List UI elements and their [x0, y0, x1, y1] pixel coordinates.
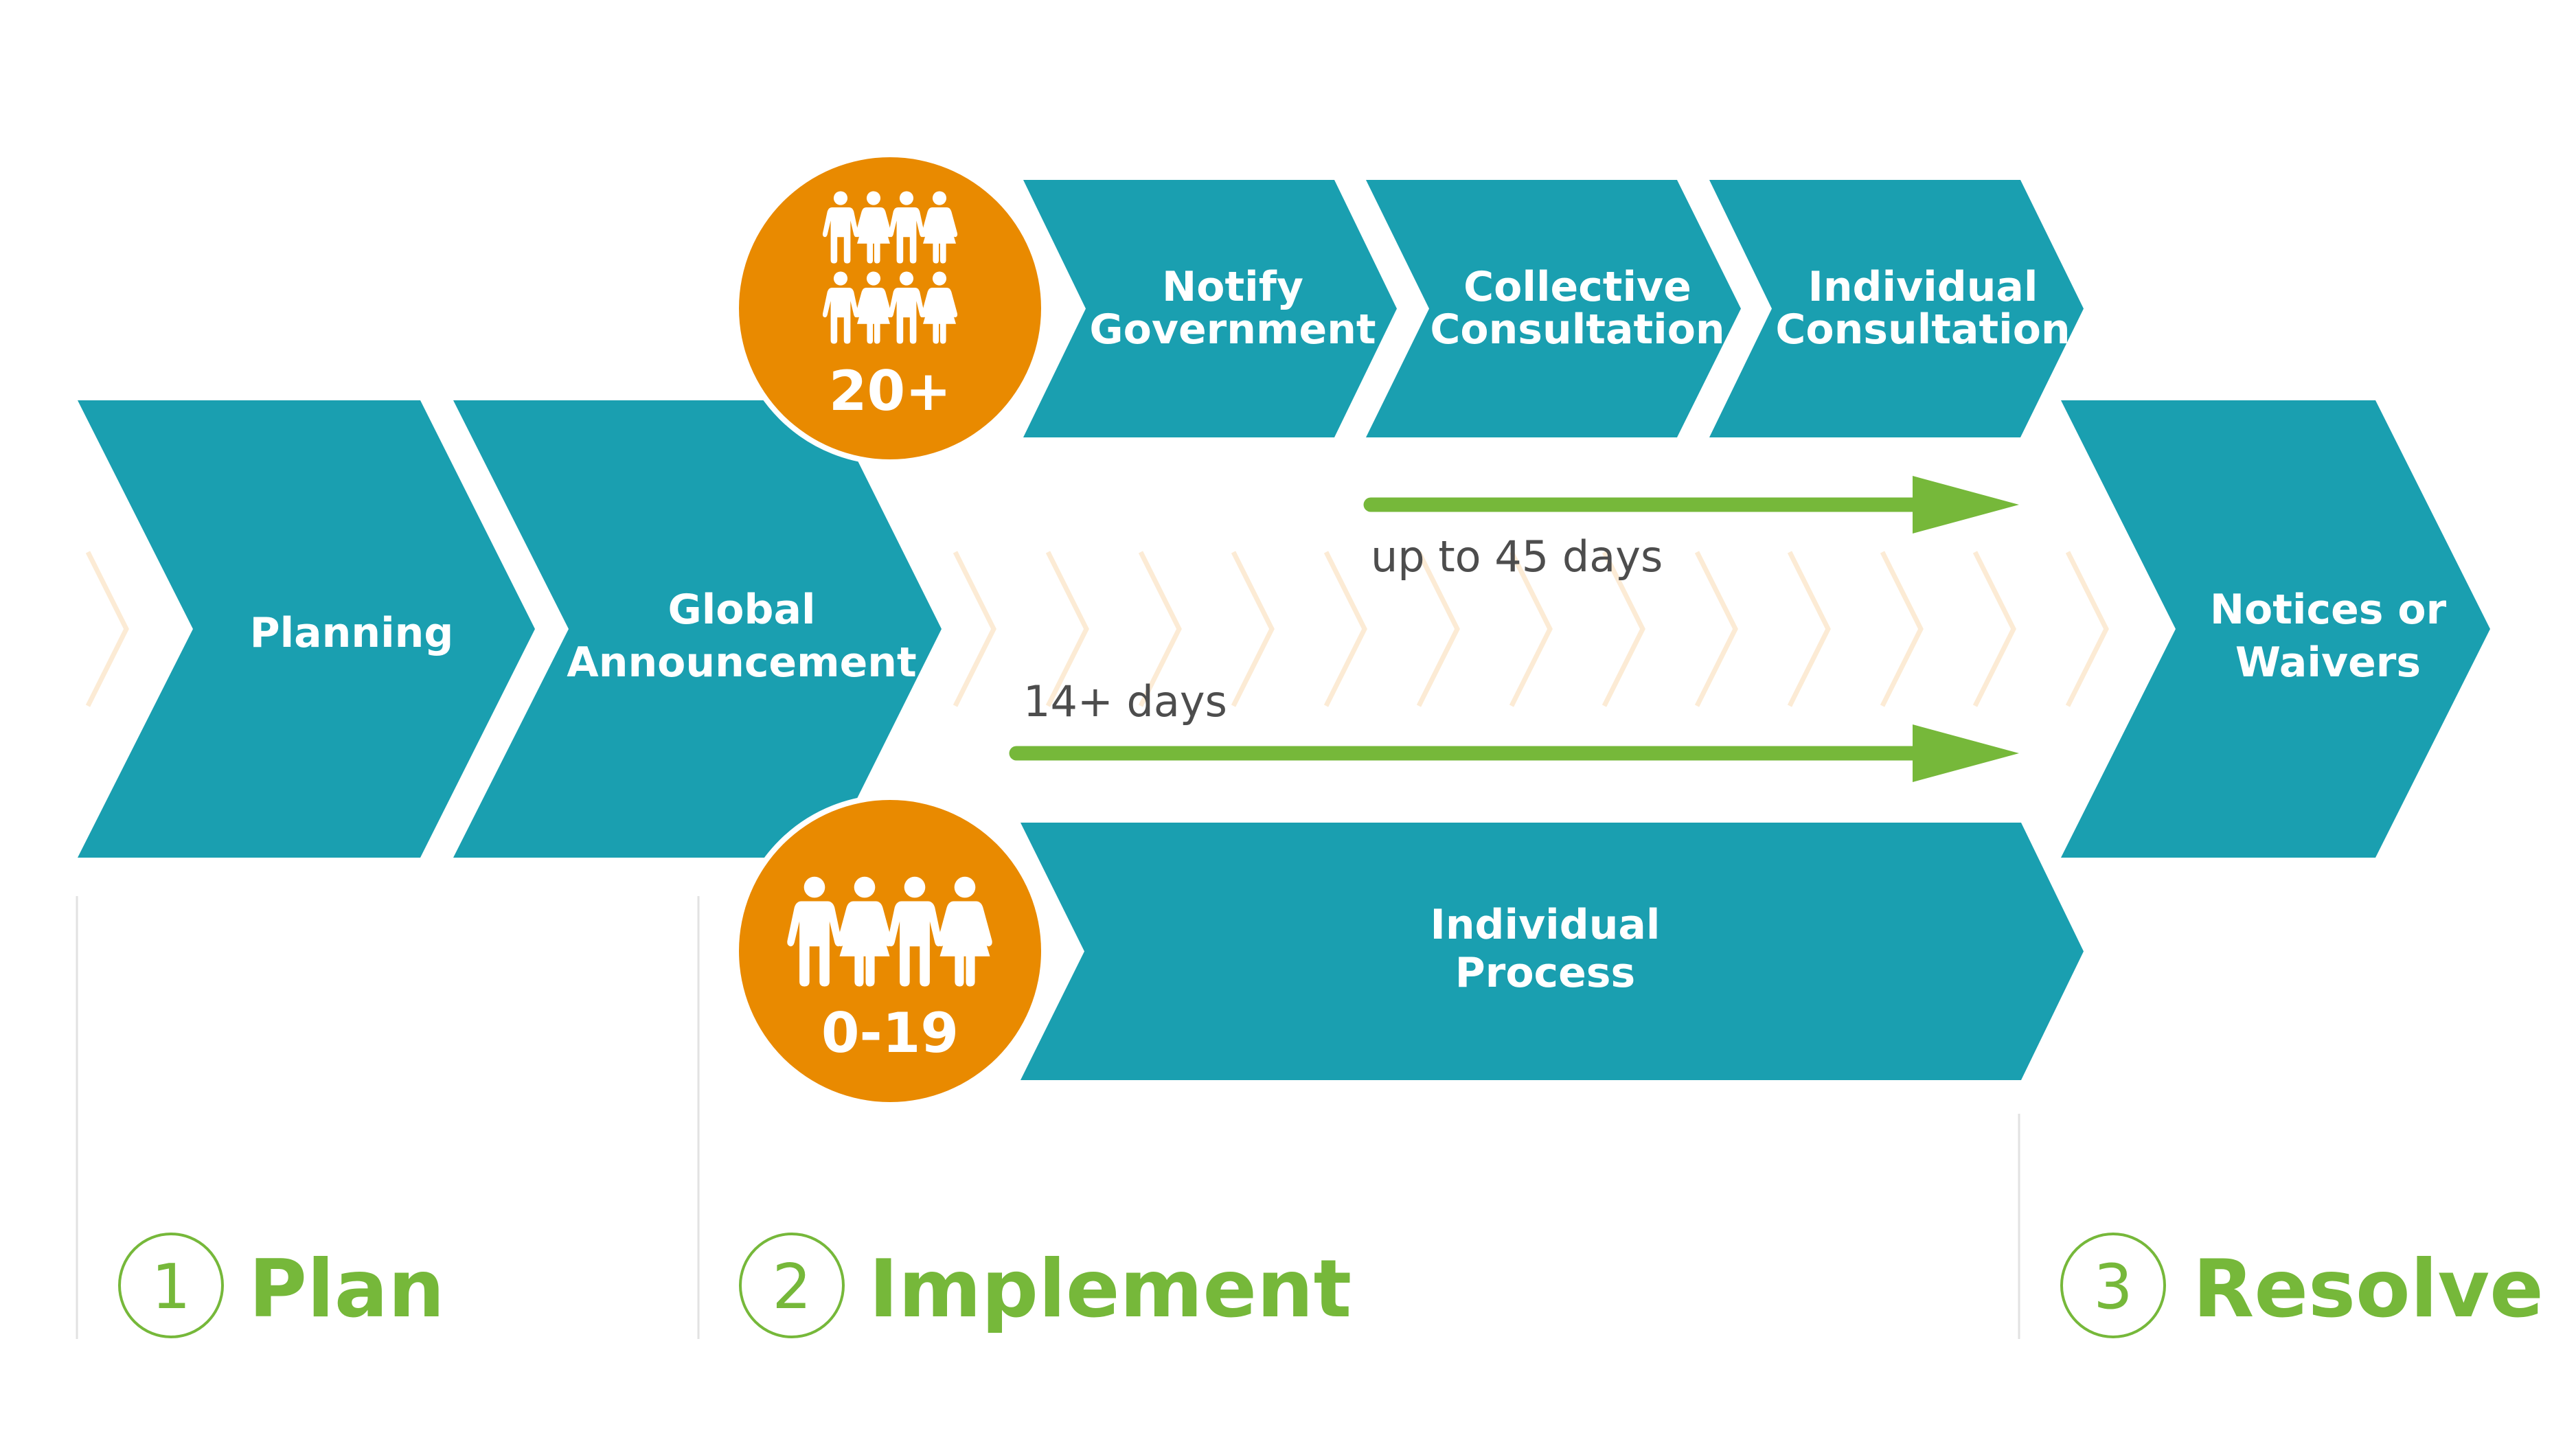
faint-chevron — [1694, 551, 1738, 707]
woman-figure-icon — [937, 876, 992, 987]
step-label-line-2: Announcement — [567, 639, 916, 687]
chevron-shape — [1709, 180, 2084, 437]
phase-name: Plan — [249, 1243, 445, 1336]
faint-chevron — [1138, 551, 1182, 707]
step-global-announcement[interactable]: Global Announcement — [453, 400, 942, 858]
duration-label: up to 45 days — [1371, 531, 1663, 582]
phase-number-circle — [118, 1233, 224, 1338]
arrow-head — [1913, 476, 2019, 534]
woman-figure-icon — [837, 876, 892, 987]
woman-figure-icon — [855, 191, 892, 264]
woman-figure-icon — [855, 271, 892, 344]
badge-small-group: 0-19 — [733, 794, 1047, 1108]
step-label-line-1: Notify — [1162, 263, 1303, 311]
faint-chevron — [85, 551, 129, 707]
man-figure-icon — [888, 191, 925, 264]
chevron-shape — [453, 400, 942, 858]
phase-dividers — [76, 896, 2020, 1339]
step-notify-government[interactable]: Notify Government — [1023, 180, 1397, 437]
chevron-shape — [2061, 400, 2490, 858]
step-planning[interactable]: Planning — [78, 400, 535, 858]
duration-collective: up to 45 days — [1363, 476, 2019, 582]
phase-plan: 1 Plan — [118, 1233, 445, 1338]
man-figure-icon — [888, 271, 925, 344]
people-group-icon — [787, 876, 992, 987]
phase-resolve: 3 Resolve — [2060, 1233, 2544, 1338]
badge-count: 20+ — [829, 359, 951, 423]
faint-chevron — [1972, 551, 2016, 707]
people-group-icon — [822, 191, 958, 344]
step-label-line-1: Global — [668, 586, 815, 634]
badge-large-group: 20+ — [733, 152, 1047, 465]
step-label-line-1: Individual — [1808, 263, 2038, 311]
phase-name: Resolve — [2193, 1243, 2544, 1336]
step-label-line-1: Notices or — [2210, 586, 2447, 634]
faint-chevron — [1045, 551, 1089, 707]
step-label-line-1: Collective — [1463, 263, 1691, 311]
step-label-line-2: Process — [1455, 949, 1635, 997]
badge-circle — [733, 794, 1047, 1108]
woman-figure-icon — [921, 191, 958, 264]
faint-chevron — [1787, 551, 1831, 707]
phase-number: 1 — [151, 1251, 190, 1323]
chevron-shape — [1023, 180, 1397, 437]
phase-number-circle — [739, 1233, 845, 1338]
phase-implement: 2 Implement — [739, 1233, 1352, 1338]
step-label-line-2: Waivers — [2235, 639, 2421, 687]
chevron-shape — [1021, 823, 2084, 1080]
faint-chevron — [1880, 551, 1924, 707]
faint-chevron — [1602, 551, 1645, 707]
step-collective-consultation[interactable]: Collective Consultation — [1366, 180, 1741, 437]
step-label-line-2: Consultation — [1430, 306, 1724, 354]
woman-figure-icon — [921, 271, 958, 344]
phase-name: Implement — [869, 1243, 1352, 1336]
background-chevron-pattern — [85, 551, 2109, 707]
faint-chevron — [1323, 551, 1367, 707]
man-figure-icon — [822, 191, 859, 264]
badge-count: 0-19 — [821, 1001, 959, 1065]
man-figure-icon — [787, 876, 842, 987]
duration-label: 14+ days — [1023, 676, 1227, 726]
step-individual-process[interactable]: Individual Process — [1021, 823, 2084, 1080]
faint-chevron — [953, 551, 996, 707]
faint-chevron — [2065, 551, 2109, 707]
step-label: Planning — [250, 609, 454, 657]
man-figure-icon — [822, 271, 859, 344]
arrow-right-icon — [1009, 724, 2019, 782]
step-label-line-1: Individual — [1431, 901, 1661, 949]
faint-chevron — [1509, 551, 1553, 707]
arrow-right-icon — [1363, 476, 2019, 534]
phase-number-circle — [2060, 1233, 2166, 1338]
phase-number: 2 — [772, 1251, 811, 1323]
step-label-line-2: Government — [1089, 306, 1376, 354]
step-individual-consultation[interactable]: Individual Consultation — [1709, 180, 2084, 437]
faint-chevron — [1416, 551, 1460, 707]
man-figure-icon — [887, 876, 942, 987]
chevron-shape — [78, 400, 535, 858]
chevron-shape — [1366, 180, 1741, 437]
step-notices-or-waivers[interactable]: Notices or Waivers — [2061, 400, 2490, 858]
arrow-head — [1913, 724, 2019, 782]
faint-chevron — [1231, 551, 1275, 707]
process-chevrons: Planning Global Announcement Notify Gove… — [78, 180, 2490, 1080]
phase-number: 3 — [2093, 1251, 2132, 1323]
duration-individual: 14+ days — [1009, 676, 2019, 782]
step-label-line-2: Consultation — [1775, 306, 2070, 354]
